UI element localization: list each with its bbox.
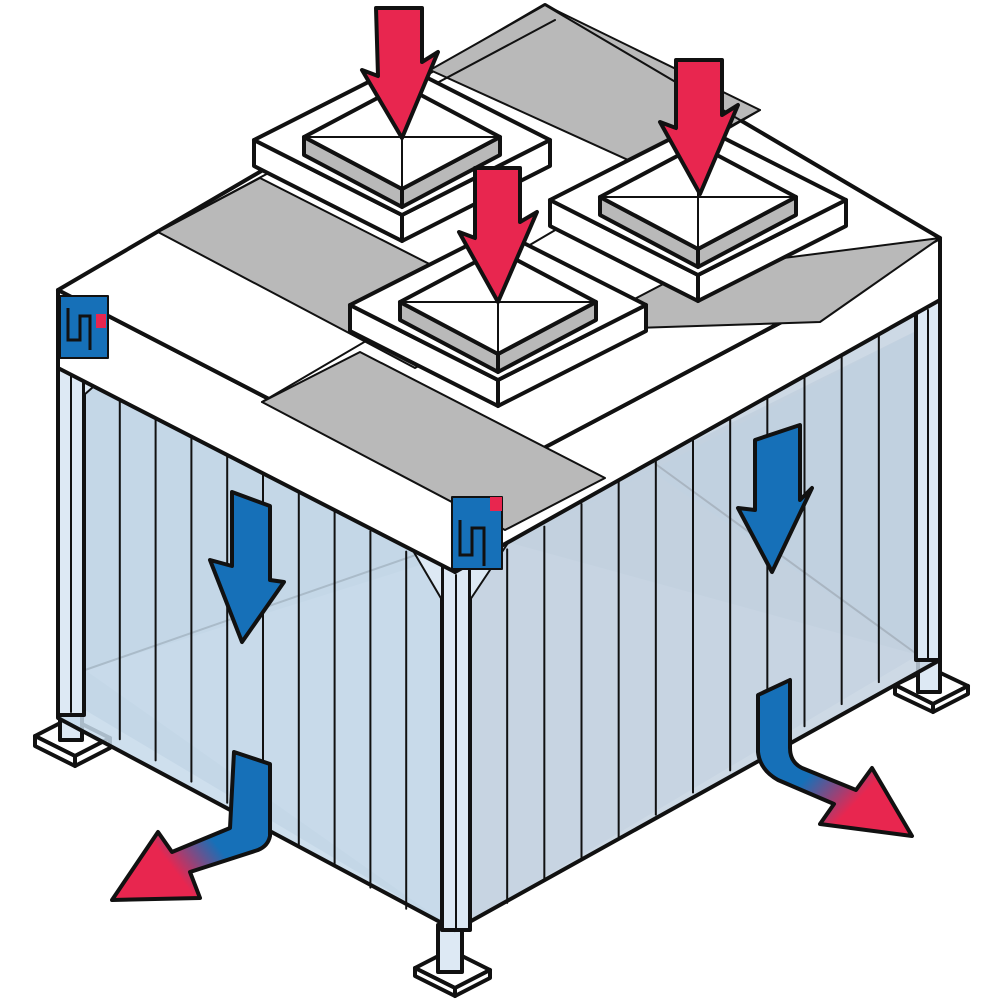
exhaust-arrows xyxy=(110,678,914,902)
curtain-strips-right xyxy=(506,321,880,904)
intake-arrow-right xyxy=(658,58,740,196)
fan-filter-unit-right xyxy=(548,123,848,303)
fan-filter-units xyxy=(252,63,848,408)
legs xyxy=(33,648,970,998)
exhaust-arrow-left xyxy=(110,750,272,902)
intake-arrow-back xyxy=(360,6,440,140)
corner-logo-back xyxy=(59,295,109,359)
corner-logo-front xyxy=(451,496,503,570)
exhaust-arrow-right xyxy=(756,678,914,838)
leg-front xyxy=(413,923,492,998)
downflow-arrow-left xyxy=(208,490,286,644)
intake-arrow-front xyxy=(457,166,539,304)
intake-arrows xyxy=(360,6,740,304)
downflow-arrow-right xyxy=(736,423,814,574)
downflow-arrows xyxy=(208,423,814,644)
curtain-strips-left xyxy=(118,387,408,910)
ceiling-panel-2 xyxy=(261,351,606,531)
